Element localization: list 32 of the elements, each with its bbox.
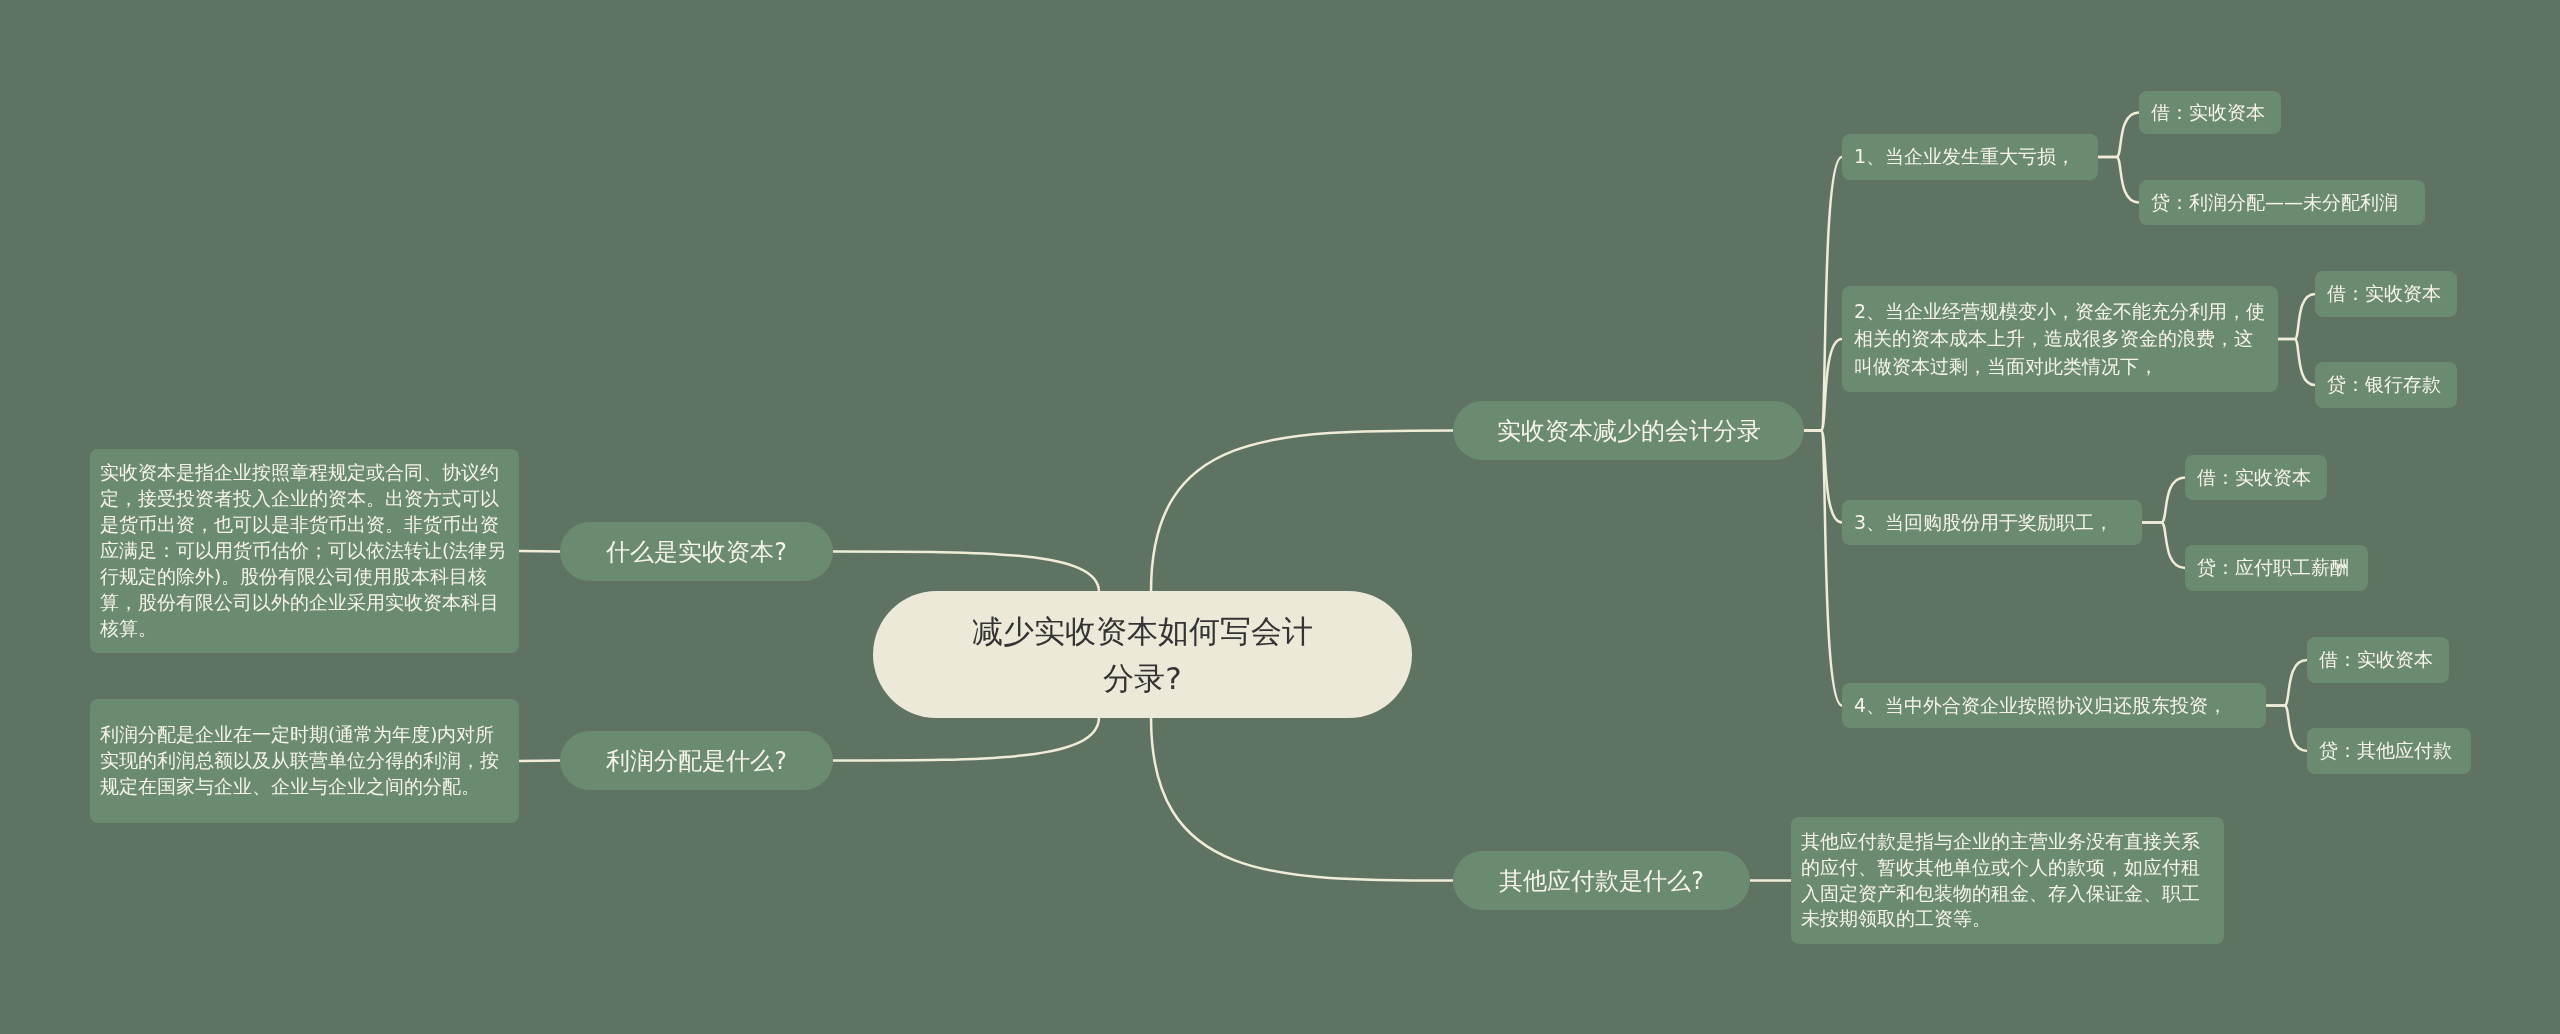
note-box: 利润分配是企业在一定时期(通常为年度)内对所实现的利润总额以及从联营单位分得的利润，按规定在国家与企业、企业与企业之间的分配。	[90, 699, 519, 823]
topic-box: 1、当企业发生重大亏损，	[1842, 134, 2098, 180]
topic-box: 2、当企业经营规模变小，资金不能充分利用，使相关的资本成本上升，造成很多资金的浪费，这叫做资本过剩，当面对此类情况下，	[1842, 286, 2278, 392]
topic-box: 贷：其他应付款	[2307, 728, 2471, 774]
topic-box: 借：实收资本	[2307, 637, 2449, 683]
connector-line	[1750, 879, 1791, 882]
topic-box: 借：实收资本	[2315, 271, 2457, 317]
topic-box: 借：实收资本	[2139, 91, 2281, 134]
topic-box: 借：实收资本	[2185, 455, 2327, 500]
branch-node: 什么是实收资本?	[560, 522, 833, 581]
connector-line	[833, 716, 1101, 762]
topic-box: 3、当回购股份用于奖励职工，	[1842, 500, 2142, 545]
connector-line	[1149, 429, 1453, 593]
connector-line	[1804, 429, 1843, 707]
topic-box: 4、当中外合资企业按照协议归还股东投资，	[1842, 683, 2266, 728]
note-box: 其他应付款是指与企业的主营业务没有直接关系的应付、暂收其他单位或个人的款项，如应付租入固定资产和包装物的租金、存入保证金、职工未按期领取的工资等。	[1791, 817, 2224, 944]
connector-line	[833, 550, 1101, 593]
topic-box: 贷：利润分配——未分配利润	[2139, 180, 2425, 225]
connector-line	[1149, 716, 1453, 882]
topic-box: 贷：银行存款	[2315, 362, 2457, 408]
topic-box: 贷：应付职工薪酬	[2185, 545, 2368, 591]
branch-node: 利润分配是什么?	[560, 731, 833, 790]
connector-line	[519, 549, 560, 553]
connector-line	[2278, 337, 2316, 387]
root-node: 减少实收资本如何写会计分录?	[873, 591, 1412, 718]
connector-line	[2142, 521, 2186, 570]
branch-node: 实收资本减少的会计分录	[1453, 401, 1804, 460]
connector-line	[2266, 704, 2308, 753]
branch-node: 其他应付款是什么?	[1453, 851, 1750, 910]
connector-line	[2098, 155, 2140, 204]
note-box: 实收资本是指企业按照章程规定或合同、协议约定，接受投资者投入企业的资本。出资方式可以是货币出资，也可以是非货币出资。非货币出资应满足：可以用货币估价；可以依法转让(法律另行规定的除外)。股份有限公司使用股本科目核算，股份有限公司以外的企业采用实收资本科目核算。	[90, 449, 519, 653]
connector-line	[519, 759, 560, 763]
